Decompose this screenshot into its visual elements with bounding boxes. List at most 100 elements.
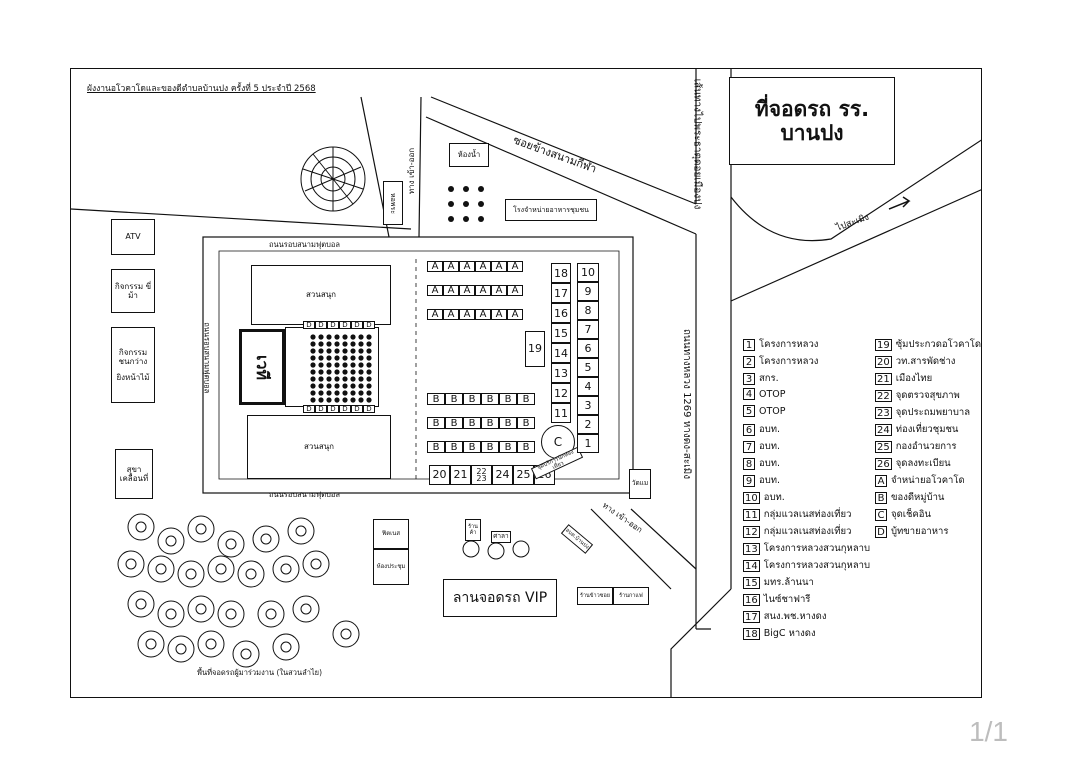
seat-icon <box>326 341 332 347</box>
seat-icon <box>366 390 372 396</box>
legend-label: อบท. <box>759 441 781 452</box>
booth-2: 2 <box>577 415 599 434</box>
stall-a: A <box>475 309 491 320</box>
seat-icon <box>326 369 332 375</box>
seat-icon <box>326 362 332 368</box>
booth-17: 17 <box>551 283 571 303</box>
stage-seating <box>310 334 372 403</box>
stall-d: D <box>363 405 375 413</box>
seat-icon <box>334 355 340 361</box>
legend-label: OTOP <box>759 405 786 417</box>
road-to-mueang <box>730 139 981 302</box>
stall-b: B <box>445 393 463 405</box>
playground-top: สวนสนุก <box>251 265 391 325</box>
seat-icon <box>310 341 316 347</box>
seat-icon <box>326 355 332 361</box>
booth-21: 21 <box>450 465 471 485</box>
seat-icon <box>326 348 332 354</box>
playground-bottom: สวนสนุก <box>247 415 391 479</box>
stall-a: A <box>507 261 523 272</box>
legend-key: 20 <box>875 355 892 368</box>
stall-a: A <box>475 285 491 296</box>
stall-d: D <box>327 321 339 329</box>
booth-9: 9 <box>577 282 599 301</box>
seat-icon <box>326 383 332 389</box>
legend-label: ของดีหมู่บ้าน <box>891 492 945 503</box>
legend-key: 17 <box>743 610 760 623</box>
stall-d: D <box>339 321 351 329</box>
legend-key: 15 <box>743 576 760 589</box>
seat-icon <box>358 369 364 375</box>
stall-a: A <box>427 261 443 272</box>
road-left <box>71 208 412 230</box>
legend-key: B <box>875 491 887 504</box>
parking-box: ที่จอดรถ รร. บานปง <box>729 77 895 165</box>
legend-label: จุดตรวจสุขภาพ <box>895 390 960 401</box>
seat-icon <box>310 376 316 382</box>
seat-icon <box>366 362 372 368</box>
field-inner <box>218 250 620 480</box>
legend-key: 12 <box>743 525 760 538</box>
legend-label: วท.สารพัดช่าง <box>895 356 956 367</box>
seat-icon <box>342 355 348 361</box>
legend-key: 14 <box>743 559 760 572</box>
legend-label: กลุ่มแวลเนสท่องเที่ยว <box>763 526 852 537</box>
legend-label: โครงการหลวงสวนกุหลาบ <box>763 560 871 571</box>
seat-icon <box>334 376 340 382</box>
road-label-lane1: ทาง เข้า-ออก <box>407 147 417 195</box>
stall-b: B <box>499 393 517 405</box>
seat-icon <box>342 383 348 389</box>
legend-label: บู้ทขายอาหาร <box>891 526 949 537</box>
stall-b: B <box>517 441 535 453</box>
legend-label: จำหน่ายอโวคาโด <box>891 475 965 486</box>
booth-7: 7 <box>577 320 599 339</box>
seat-icon <box>318 376 324 382</box>
legend-key: 21 <box>875 372 892 385</box>
seat-icon <box>310 390 316 396</box>
seat-icon <box>342 376 348 382</box>
seat-icon <box>334 348 340 354</box>
seat-icon <box>318 334 324 340</box>
stall-d: D <box>315 321 327 329</box>
legend-key: 6 <box>743 423 755 436</box>
booth-10: 10 <box>577 263 599 282</box>
seat-icon <box>326 334 332 340</box>
legend-label: โครงการหลวงสวนกุหลาบ <box>763 543 871 554</box>
legend-label: มทร.ล้านนา <box>763 577 814 588</box>
stall-b: B <box>463 393 481 405</box>
booth-24: 24 <box>492 465 513 485</box>
seat-icon <box>358 397 364 403</box>
legend-key: 11 <box>743 508 760 521</box>
booth-19: 19 <box>525 331 545 367</box>
booth-13: 13 <box>551 363 571 383</box>
seat-icon <box>334 334 340 340</box>
seat-icon <box>318 362 324 368</box>
seat-icon <box>350 362 356 368</box>
stall-a: A <box>443 285 459 296</box>
seat-icon <box>310 397 316 403</box>
legend-key: C <box>875 508 887 521</box>
booth-11: 11 <box>551 403 571 423</box>
fitness-box: ฟิตเนส <box>373 519 409 549</box>
seat-icon <box>310 334 316 340</box>
legend-right-item: B ของดีหมู่บ้าน <box>875 490 944 505</box>
seat-icon <box>366 348 372 354</box>
stall-d: D <box>339 405 351 413</box>
booth-6: 6 <box>577 339 599 358</box>
seat-icon <box>350 397 356 403</box>
seat-icon <box>342 334 348 340</box>
seat-icon <box>318 369 324 375</box>
stall-a: A <box>475 261 491 272</box>
seat-icon <box>334 362 340 368</box>
road-soi-sports <box>425 96 697 235</box>
seat-icon <box>366 369 372 375</box>
legend-key: 26 <box>875 457 892 470</box>
road-label-to-phrae: เส้นทางไปพระธาตุดอยเมืองปง <box>691 78 703 210</box>
legend-key: 25 <box>875 440 892 453</box>
